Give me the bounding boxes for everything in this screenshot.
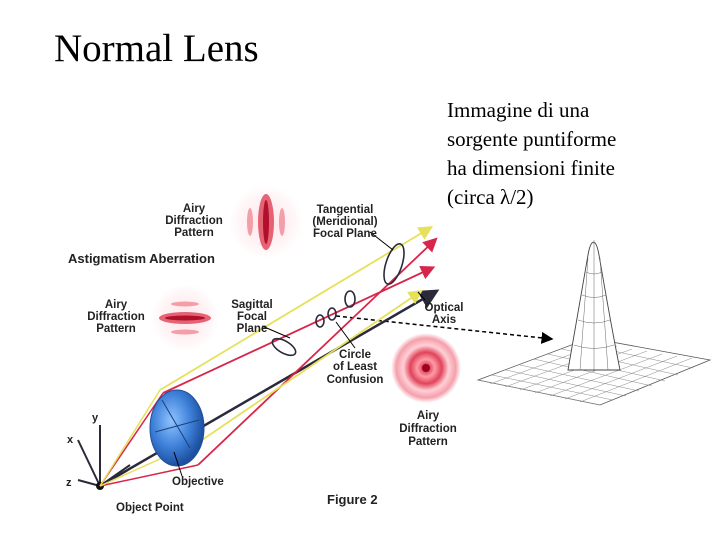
label-circle-2: of Least <box>333 361 377 373</box>
label-tangential-2: (Meridional) <box>312 216 377 228</box>
leader-lines <box>173 231 426 477</box>
label-airy-top-1: Airy <box>183 203 206 215</box>
label-airy-top-3: Pattern <box>174 227 214 239</box>
figure-caption: Figure 2 <box>327 492 378 507</box>
label-object-point: Object Point <box>116 502 184 514</box>
side-text-line-1: Immagine di una <box>447 98 590 122</box>
label-airy-mid-3: Pattern <box>96 323 136 335</box>
objective-lens <box>149 389 205 467</box>
label-airy-bot-2: Diffraction <box>399 423 457 435</box>
side-text-line-2: sorgente puntiforme <box>447 127 617 151</box>
label-tangential-3: Focal Plane <box>313 228 377 240</box>
side-text: Immagine di una sorgente puntiforme ha d… <box>447 96 616 212</box>
axis-label-y: y <box>92 412 99 424</box>
axis-label-x: x <box>67 434 74 446</box>
label-airy-mid-2: Diffraction <box>87 311 145 323</box>
label-optical-1: Optical <box>425 302 464 314</box>
ray-bundle <box>99 226 440 488</box>
label-objective: Objective <box>172 476 224 488</box>
label-airy-top-2: Diffraction <box>165 215 223 227</box>
airy-pattern-top <box>229 185 303 259</box>
label-circle-3: Confusion <box>327 374 384 386</box>
label-sagittal-3: Plane <box>237 323 268 335</box>
side-text-line-4: (circa λ/2) <box>447 185 534 209</box>
airy-pattern-middle <box>151 284 219 352</box>
focal-plane-ellipses <box>271 243 405 357</box>
psf-mesh <box>476 240 712 406</box>
label-sagittal-2: Focal <box>237 311 267 323</box>
label-airy-bot-1: Airy <box>417 410 440 422</box>
side-text-line-3: ha dimensioni finite <box>447 156 615 180</box>
label-sagittal-1: Sagittal <box>231 299 273 311</box>
label-optical-2: Axis <box>432 314 456 326</box>
label-circle-1: Circle <box>339 349 371 361</box>
airy-pattern-bottom <box>391 333 461 403</box>
label-airy-mid-1: Airy <box>105 299 128 311</box>
slide-title: Normal Lens <box>54 27 259 70</box>
coordinate-axes <box>77 425 131 487</box>
figure-title: Astigmatism Aberration <box>68 251 215 266</box>
dashed-pointer-arrow <box>335 315 554 344</box>
label-airy-bot-3: Pattern <box>408 436 448 448</box>
label-tangential-1: Tangential <box>317 204 374 216</box>
axis-label-z: z <box>66 477 72 489</box>
